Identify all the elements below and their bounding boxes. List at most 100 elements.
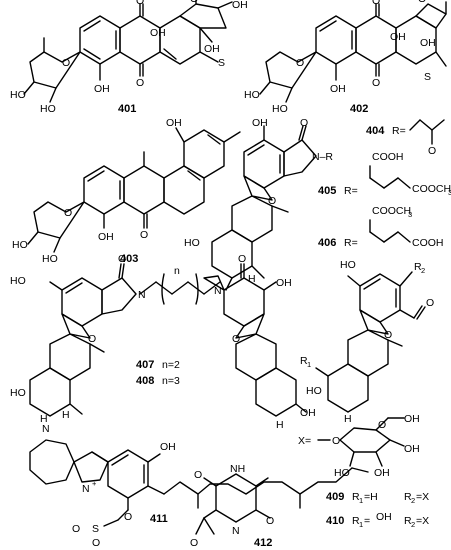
atom-label: O <box>62 57 70 69</box>
compound-411: N H N + OH O S O O 411 <box>29 413 369 549</box>
atom-label: H <box>344 413 352 425</box>
r-group-406: COOCH 3 COOH 406 R= <box>318 205 444 249</box>
atom-label: O <box>194 469 202 481</box>
compound-number: 406 <box>318 237 336 249</box>
atom-label: O <box>190 0 198 5</box>
atom-label: H <box>62 409 70 421</box>
r2-label: R <box>404 515 412 527</box>
atom-label: S <box>424 71 431 83</box>
atom-label: O <box>238 253 246 265</box>
compound-412: NH O O N O 412 <box>190 463 274 549</box>
atom-label: HO <box>340 259 356 271</box>
r1-subscript: 1 <box>307 360 311 369</box>
r2-subscript: 2 <box>411 496 415 505</box>
atom-label: O <box>300 117 308 129</box>
atom-label: OH <box>374 467 390 479</box>
atom-label: COOH <box>372 151 404 163</box>
r1-value: =H <box>364 491 378 503</box>
atom-label: OH <box>404 413 420 425</box>
r2-label: R <box>404 491 412 503</box>
atom-label: O <box>64 207 72 219</box>
r1-label: R <box>352 515 360 527</box>
atom-label: O <box>124 511 132 523</box>
atom-label: N <box>42 423 50 435</box>
atom-label: HO <box>40 103 56 115</box>
atom-label: O <box>232 333 240 345</box>
atom-label: S <box>218 57 225 69</box>
atom-label: O <box>372 77 380 89</box>
r2-value: =X <box>416 491 429 503</box>
atom-label: HO <box>12 239 28 251</box>
compound-number: 410 <box>326 515 344 527</box>
atom-label: O <box>378 419 386 431</box>
atom-label: COOCH <box>412 183 451 195</box>
atom-label: HO <box>306 385 322 397</box>
atom-label: OH <box>252 117 268 129</box>
atom-label: O <box>428 145 436 157</box>
r2-subscript: 2 <box>421 266 425 275</box>
r2-value: =X <box>416 515 429 527</box>
compound-402: O O O OH OH S OH O HO HO 402 <box>244 0 447 115</box>
atom-label: OH <box>300 407 316 419</box>
atom-label: O <box>136 0 144 7</box>
atom-label: OH <box>166 117 182 129</box>
atom-label: OH <box>160 441 176 453</box>
atom-label: OH <box>232 0 248 11</box>
r1-subscript: 1 <box>359 520 363 529</box>
atom-label: O <box>140 229 148 241</box>
linker-label: n <box>174 265 180 277</box>
atom-label: O <box>384 329 392 341</box>
atom-label: HO <box>272 103 288 115</box>
atom-label: O <box>136 77 144 89</box>
atom-label: COOCH <box>372 205 411 217</box>
atom-label: O <box>426 297 434 309</box>
r2-subscript: 2 <box>411 520 415 529</box>
atom-label: O <box>418 0 426 5</box>
atom-label: OH <box>94 83 110 95</box>
compound-409-410: HO R 2 O O R 1 HO H X= O O OH OH HO OH 4… <box>298 259 434 529</box>
atom-label: HO <box>184 237 200 249</box>
atom-label: O <box>268 195 276 207</box>
r1-label: R <box>352 491 360 503</box>
atom-label: O <box>332 435 340 447</box>
compound-404-406-core: O OH N–R O HO H <box>184 117 333 291</box>
compound-number: 404 <box>366 125 385 137</box>
atom-label: OH <box>390 31 406 43</box>
r-label: R= <box>344 185 358 197</box>
x-label: X= <box>298 435 311 447</box>
atom-label: OH <box>276 277 292 289</box>
compound-number: 412 <box>254 537 272 549</box>
atom-label: HO <box>10 387 26 399</box>
r1-subscript: 1 <box>359 496 363 505</box>
atom-label: OH <box>420 37 436 49</box>
compound-number: 402 <box>350 103 368 115</box>
atom-label: H <box>276 419 284 431</box>
r-label: R= <box>392 125 406 137</box>
n-value: n=2 <box>162 359 180 371</box>
atom-label: O <box>92 537 100 549</box>
r2-label: R <box>414 261 422 273</box>
compound-number: 409 <box>326 491 344 503</box>
atom-label: NH <box>230 463 245 475</box>
compound-number: 407 <box>136 359 154 371</box>
compound-407-408: HO O N O N O OH O HO H OH H n 407 n=2 40… <box>10 253 316 431</box>
compound-number: 405 <box>318 185 336 197</box>
atom-label: N <box>232 525 240 537</box>
atom-label: HO <box>10 89 26 101</box>
atom-label: O <box>266 515 274 527</box>
atom-label: OH <box>150 27 166 39</box>
atom-label: H <box>248 273 256 285</box>
atom-label: O <box>72 523 80 535</box>
atom-label: N–R <box>312 151 333 163</box>
r-group-405: COOH COOCH 3 405 R= <box>318 151 451 197</box>
atom-label: COOH <box>412 237 444 249</box>
atom-label: O <box>118 253 126 265</box>
compound-401: O O O OH OH OH S OH O HO HO 401 <box>10 0 248 115</box>
atom-label: H <box>40 413 48 425</box>
atom-label: OH <box>330 83 346 95</box>
compound-number: 403 <box>120 253 138 265</box>
r1-value: = <box>364 515 370 527</box>
atom-label: HO <box>42 253 58 265</box>
atom-label: HO <box>244 89 260 101</box>
